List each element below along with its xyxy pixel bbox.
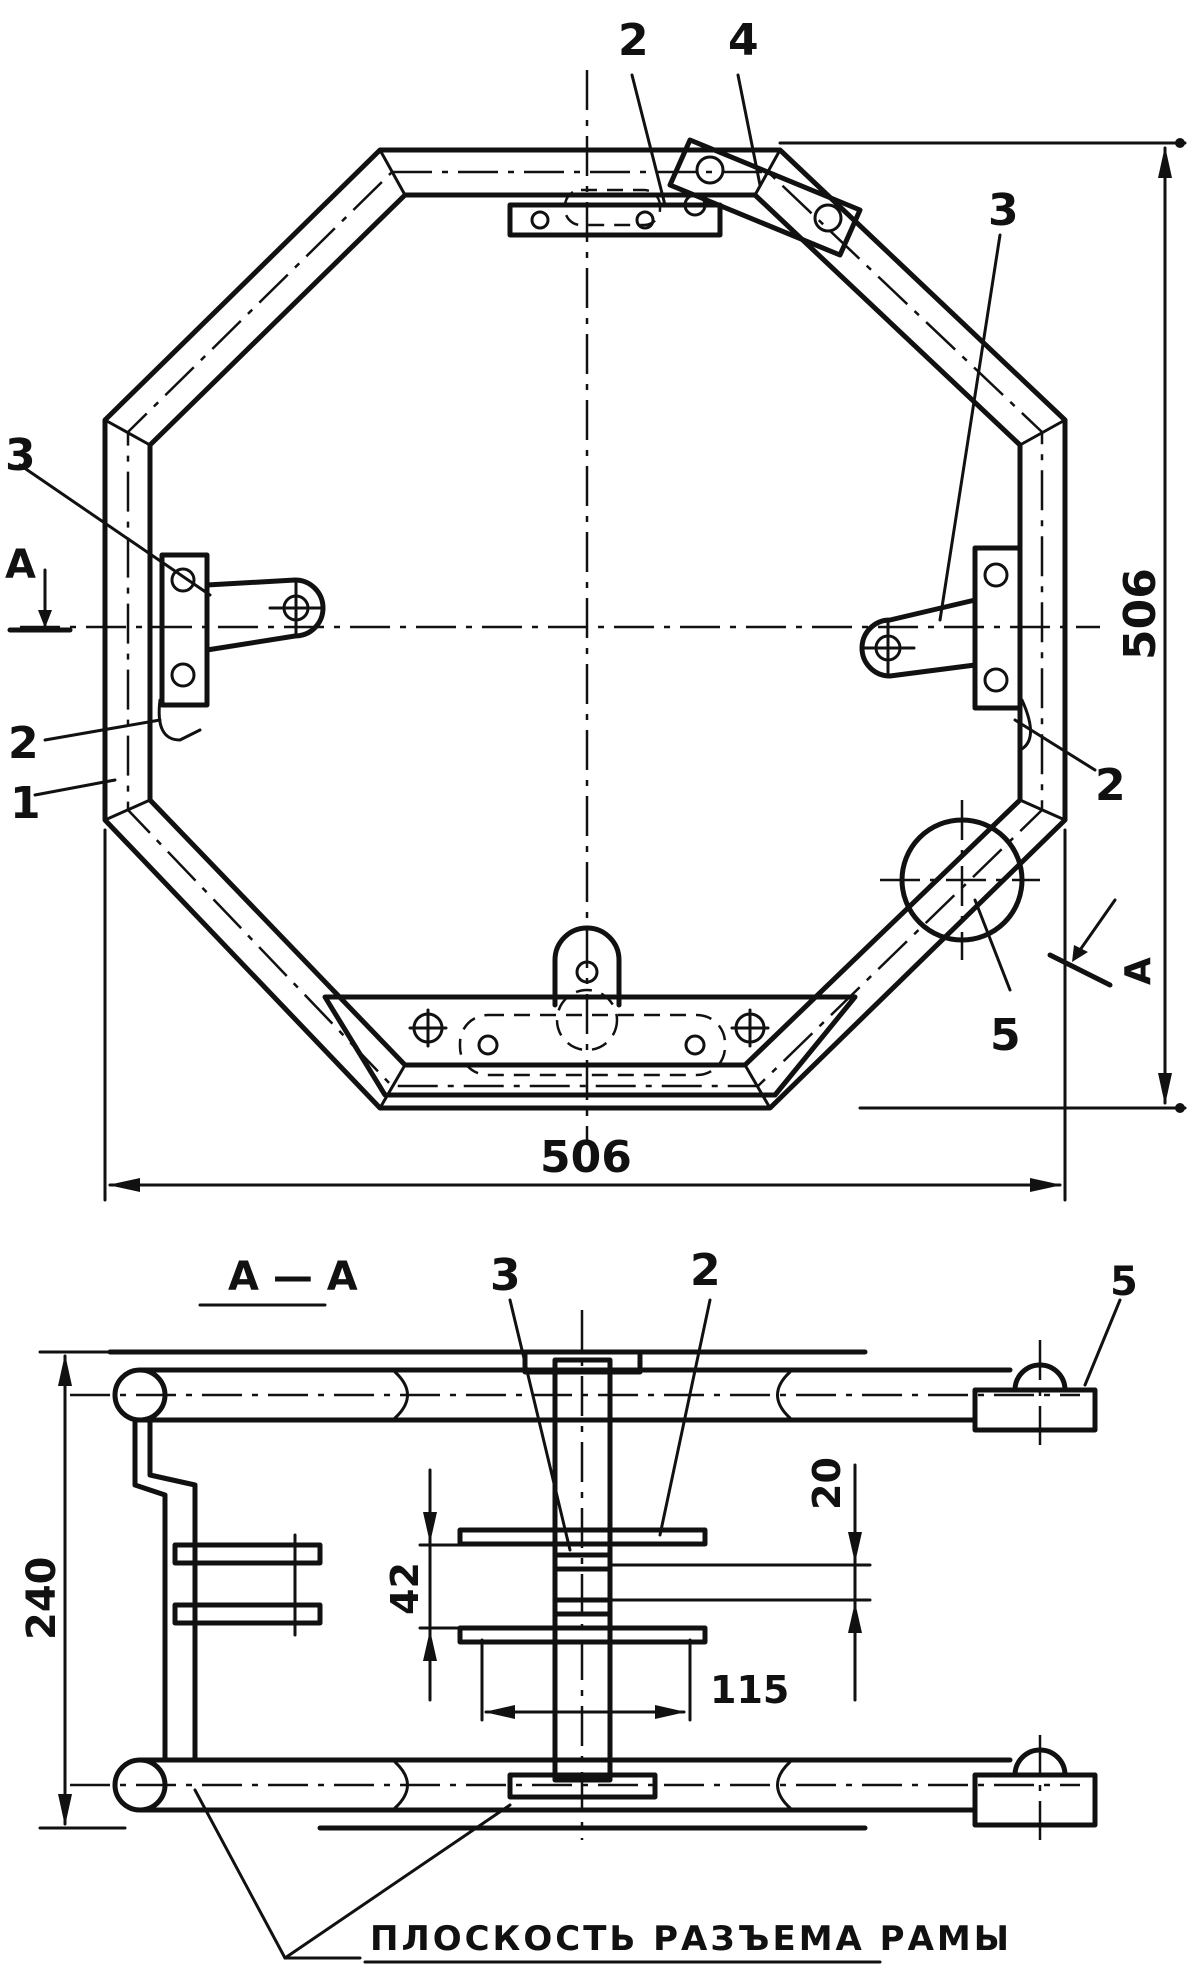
label-part-5: 5: [990, 1010, 1021, 1061]
label-part-2-right: 2: [1095, 760, 1126, 811]
dimension-42-value: 42: [383, 1562, 427, 1615]
dimension-height-value: 506: [1115, 568, 1166, 660]
section-label-part-2: 2: [690, 1245, 721, 1296]
bottom-plate: [322, 925, 858, 1098]
label-part-4: 4: [728, 15, 759, 66]
section-caption: ПЛОСКОСТЬ РАЗЪЕМА РАМЫ: [370, 1919, 1012, 1959]
section-leaders: [193, 1298, 1122, 1960]
leader-lines: [18, 73, 1097, 992]
top-hinge: [507, 137, 863, 258]
dimension-42: [418, 1468, 557, 1702]
dimension-20: [608, 1463, 872, 1702]
dimension-240-value: 240: [19, 1557, 65, 1641]
label-part-3-right: 3: [988, 185, 1019, 236]
section-left-post: [132, 1417, 323, 1763]
section-bottom-tube: [70, 1757, 1080, 1831]
dimension-115-value: 115: [710, 1668, 789, 1712]
label-part-1: 1: [10, 778, 41, 829]
section-label-part-5: 5: [1110, 1259, 1138, 1305]
section-title: А — А: [228, 1254, 358, 1300]
label-part-2-top: 2: [618, 15, 649, 66]
section-label-part-3: 3: [490, 1250, 521, 1301]
dimension-115: [484, 1705, 686, 1719]
label-section-a-left: A: [5, 542, 36, 588]
section-mark-right: [1047, 898, 1117, 988]
label-section-a-right: A: [1118, 957, 1159, 985]
dimension-height: [778, 138, 1187, 1113]
dimension-240: [38, 1350, 127, 1830]
section-part5-top: [972, 1340, 1098, 1445]
label-part-3-left: 3: [5, 430, 36, 481]
left-bracket: [157, 552, 326, 742]
section-center-shaft: [457, 1310, 708, 1840]
octagonal-frame: [102, 147, 1068, 1111]
label-part-2-left: 2: [8, 718, 39, 769]
dimension-width: [103, 828, 1067, 1202]
dimension-20-value: 20: [805, 1457, 849, 1510]
section-part5-bottom: [972, 1735, 1098, 1840]
dimension-width-value: 506: [540, 1132, 632, 1183]
part5-circle: [880, 800, 1040, 960]
section-mark-left: [7, 568, 73, 633]
